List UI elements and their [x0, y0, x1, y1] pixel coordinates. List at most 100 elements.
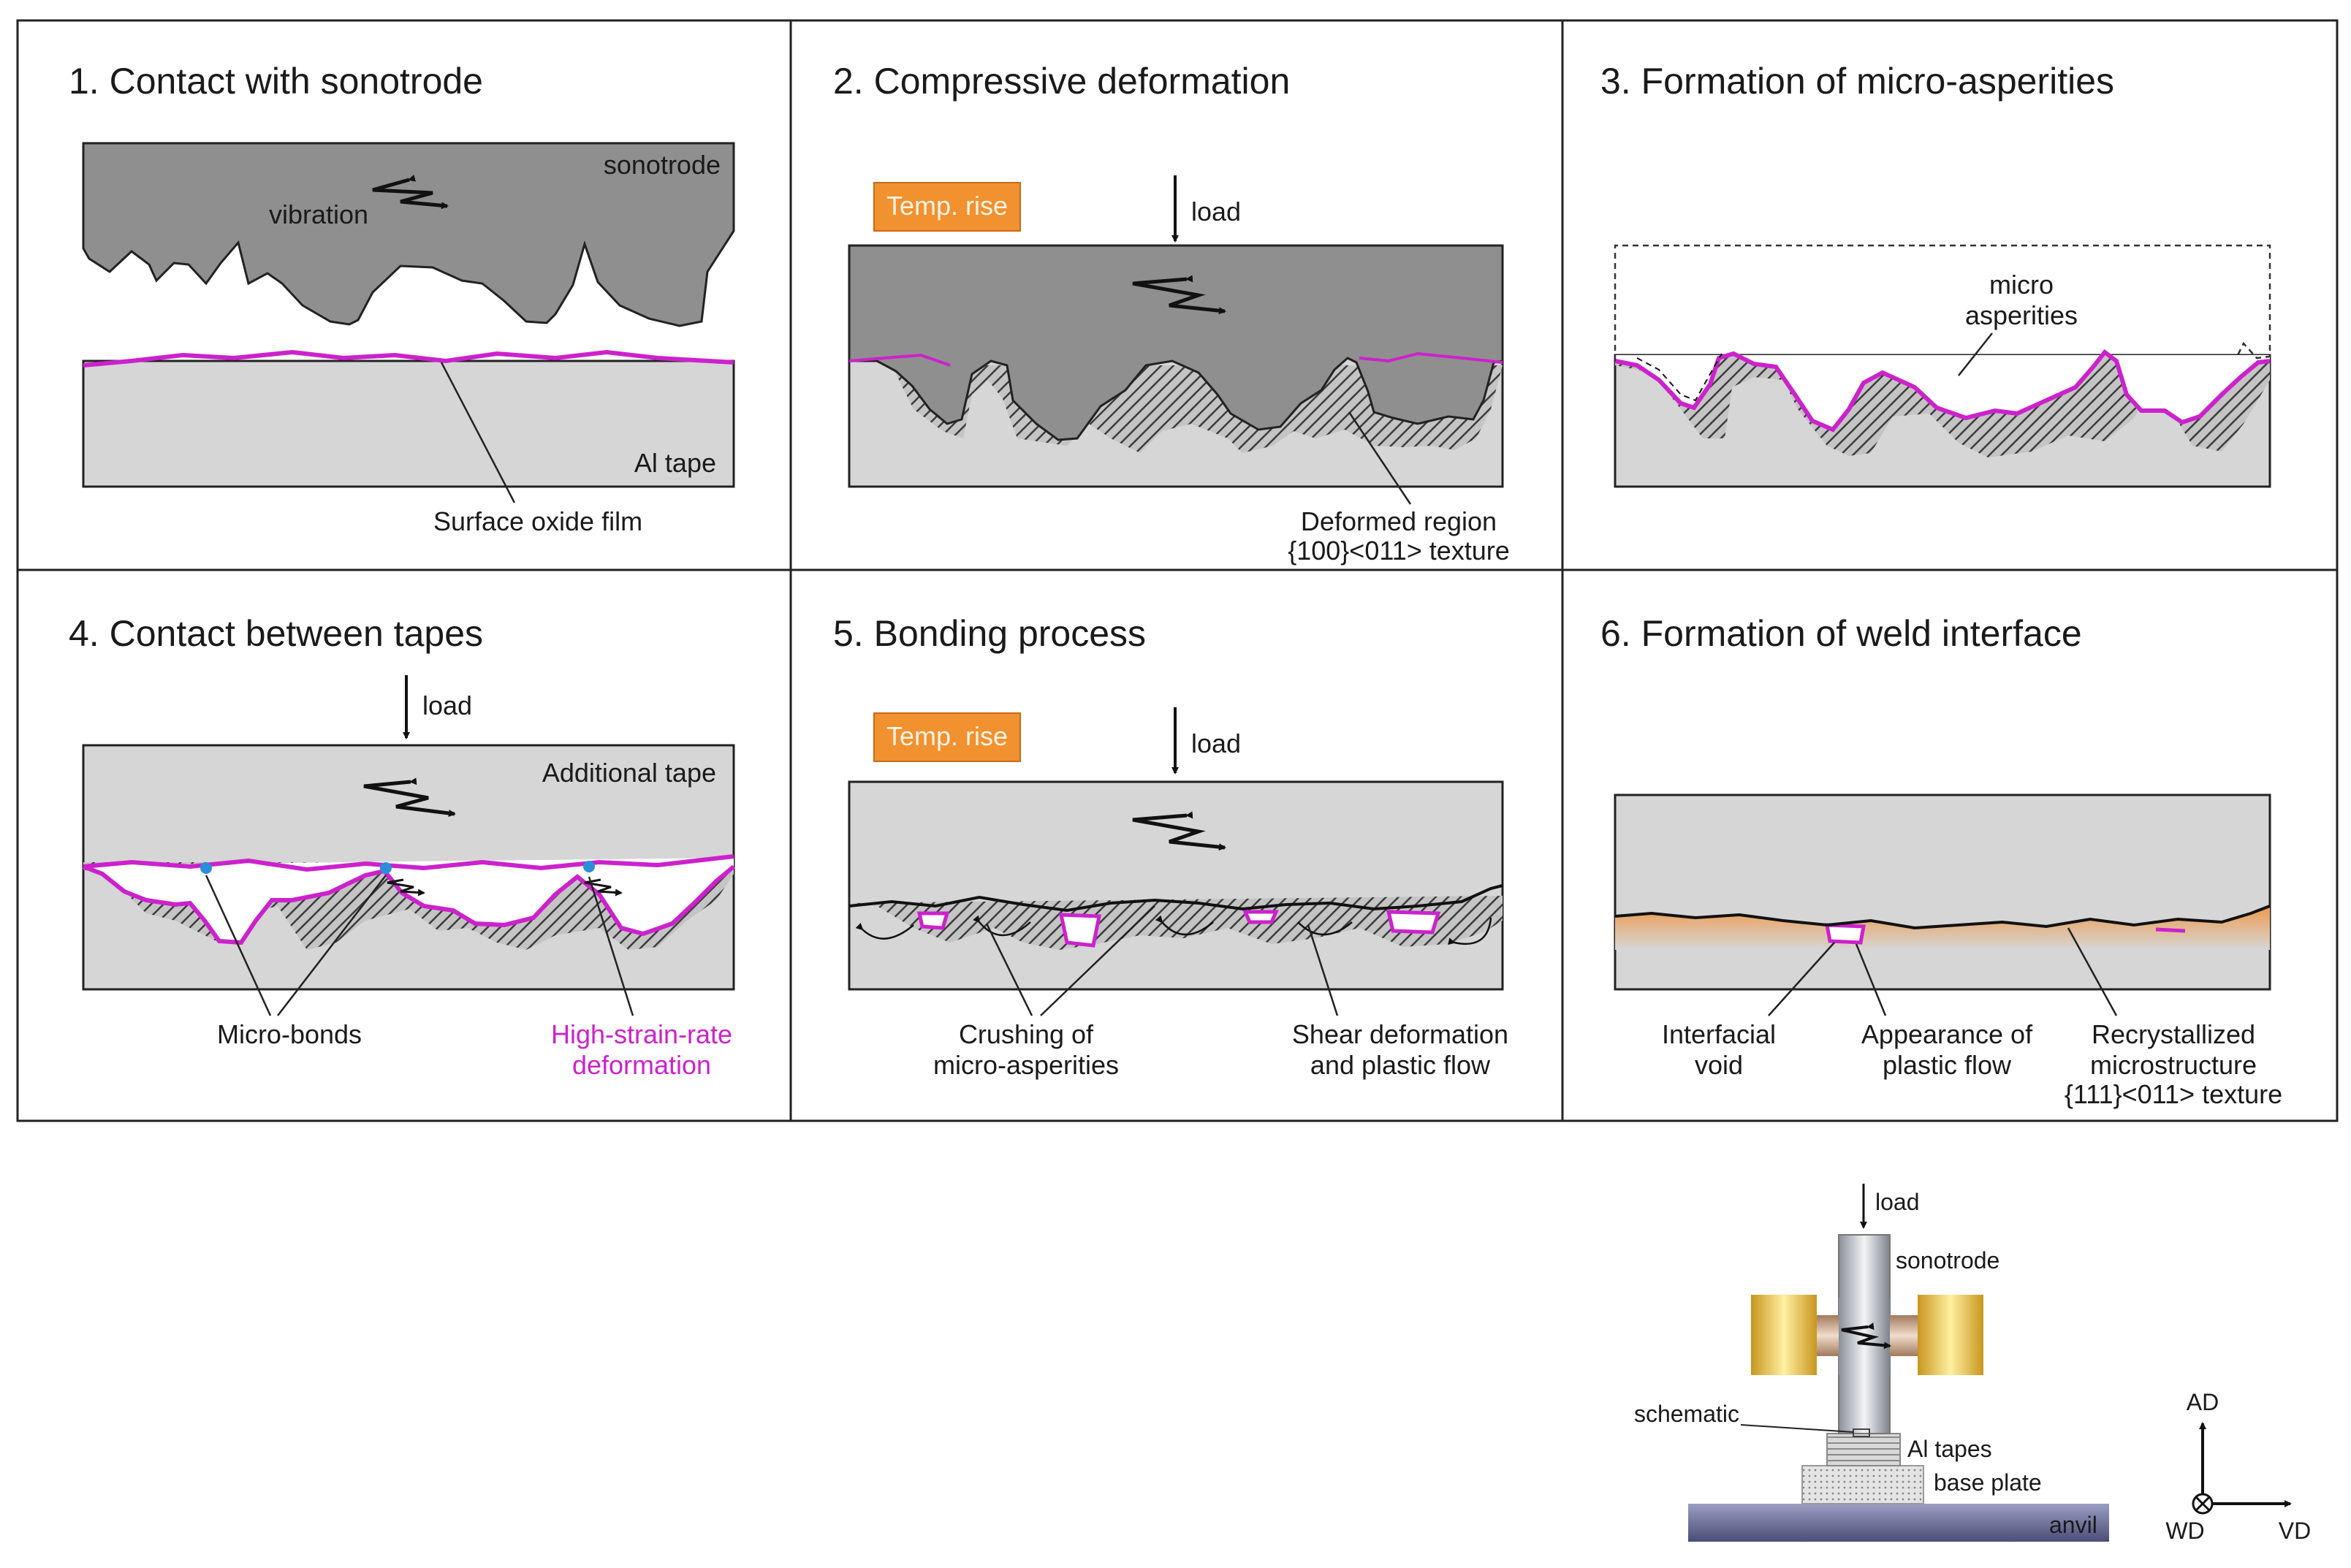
deformed-hatch — [849, 896, 1503, 950]
vibration-icon — [363, 777, 456, 817]
panel-4-title: 4. Contact between tapes — [69, 613, 483, 654]
setup-sonotrode-label: sonotrode — [1896, 1247, 1999, 1274]
panel-2: 2. Compressive deformation Temp. rise lo… — [833, 61, 1510, 566]
setup-load-label: load — [1875, 1189, 1920, 1215]
ad-label: AD — [2187, 1389, 2219, 1415]
crush-label-2: micro-asperities — [933, 1050, 1119, 1080]
vibration-icon — [1841, 1322, 1891, 1350]
setup-schematic-label: schematic — [1634, 1401, 1739, 1427]
base-plate — [1801, 1465, 1924, 1504]
shear-label-2: and plastic flow — [1310, 1050, 1491, 1080]
void — [1824, 923, 1866, 945]
axes-indicator: AD WD VD — [2165, 1389, 2311, 1544]
al-tapes — [1826, 1433, 1901, 1466]
schematic-leader — [1740, 1424, 1854, 1433]
vibration-label: vibration — [269, 199, 368, 229]
wd-axis-symbol — [2195, 1496, 2211, 1512]
panel-1: 1. Contact with sonotrode sonotrode vibr… — [69, 61, 735, 536]
panel-5: 5. Bonding process Temp. rise load Crush… — [833, 613, 1508, 1080]
panel-3: 3. Formation of micro-asperities micro a… — [1600, 61, 2271, 488]
setup-tapes-label: Al tapes — [1907, 1436, 1992, 1462]
panel-6: 6. Formation of weld interface Interfaci… — [1600, 613, 2282, 1109]
void — [1058, 913, 1102, 948]
micro-bonds-label: Micro-bonds — [217, 1019, 362, 1049]
flow-trace — [2155, 927, 2186, 933]
temp-rise-label: Temp. rise — [886, 721, 1008, 751]
sonotrode-outline — [1636, 353, 1723, 402]
panel-1-title: 1. Contact with sonotrode — [69, 61, 483, 102]
booster-left — [1751, 1295, 1817, 1375]
panel-6-title: 6. Formation of weld interface — [1600, 613, 2082, 654]
hsr-leader — [588, 876, 634, 1016]
recr-label-1: Recrystallized — [2092, 1019, 2255, 1049]
interface-line — [1614, 905, 2271, 930]
vibration-icon — [1132, 811, 1226, 851]
booster-right — [1918, 1295, 1983, 1375]
schematic-marker — [1853, 1428, 1870, 1437]
deformed-leader — [1348, 411, 1412, 505]
shear-label-1: Shear deformation — [1292, 1019, 1508, 1049]
tape-stack — [1614, 793, 2271, 991]
flow-leader — [1855, 943, 1887, 1016]
micro-bond — [200, 862, 212, 874]
vibration-icon — [1132, 275, 1226, 315]
void — [916, 911, 950, 930]
bonds-leader — [205, 875, 272, 1016]
tape-stack — [848, 780, 1504, 991]
recr-leader — [2067, 927, 2118, 1016]
panel-2-title: 2. Compressive deformation — [833, 61, 1290, 102]
vibration-icon — [372, 175, 449, 210]
weld-layer — [1615, 906, 2270, 950]
sonotrode-outline — [1614, 244, 2271, 361]
anvil — [1688, 1504, 2109, 1542]
micro-label-1: micro — [1989, 270, 2054, 300]
crush-label-1: Crushing of — [959, 1019, 1094, 1049]
bonds-leader — [277, 875, 387, 1016]
oxide-film — [83, 349, 734, 368]
void — [1386, 910, 1441, 935]
hsr-label-1: High-strain-rate — [551, 1019, 732, 1049]
panel-4: 4. Contact between tapes load Additional… — [69, 613, 735, 1080]
load-label: load — [1191, 728, 1241, 758]
hsr-label-2: deformation — [572, 1050, 711, 1080]
flow-arrows — [855, 915, 1492, 945]
panel-5-title: 5. Bonding process — [833, 613, 1146, 654]
load-label: load — [1191, 197, 1241, 227]
void-leader — [1768, 942, 1835, 1016]
setup-base-label: base plate — [1934, 1469, 2042, 1496]
deformed-label-2: {100}<011> texture — [1288, 536, 1510, 566]
temp-rise-box — [873, 182, 1021, 232]
oxide-remnant — [848, 353, 951, 367]
void-label-2: void — [1695, 1050, 1743, 1080]
flow-label-2: plastic flow — [1883, 1050, 2012, 1080]
sonotrode-block — [82, 142, 735, 327]
flow-label-1: Appearance of — [1861, 1019, 2033, 1049]
micro-bond — [583, 861, 595, 872]
al-tape-label: Al tape — [634, 448, 716, 478]
load-label: load — [422, 690, 472, 720]
void-label-1: Interfacial — [1662, 1019, 1776, 1049]
asperity-surface — [1615, 352, 2270, 430]
setup-anvil-label: anvil — [2049, 1512, 2097, 1538]
micro-label-2: asperities — [1965, 300, 2078, 330]
upper-oxide-film — [83, 854, 734, 872]
oxide-remnant — [1359, 351, 1503, 364]
recr-label-3: {111}<011> texture — [2065, 1079, 2282, 1109]
oxide-label: Surface oxide film — [433, 506, 642, 536]
shear-leader — [1307, 924, 1339, 1016]
sonotrode-block — [848, 244, 1504, 441]
al-tape — [82, 359, 735, 488]
recr-label-2: microstructure — [2090, 1050, 2257, 1080]
temp-rise-label: Temp. rise — [886, 191, 1008, 221]
vd-label: VD — [2279, 1518, 2311, 1544]
interface-line — [848, 884, 1503, 913]
sonotrode-label: sonotrode — [604, 150, 721, 180]
oxide-leader — [440, 362, 516, 503]
micro-bond — [380, 862, 392, 874]
welding-setup-schematic: load sonotrode schematic Al tapes base p… — [1634, 1184, 2109, 1542]
oxide-film — [1614, 349, 2271, 433]
panel-grid — [16, 19, 2339, 1122]
micro-leader — [1958, 332, 1993, 376]
temp-rise-box — [873, 712, 1021, 762]
